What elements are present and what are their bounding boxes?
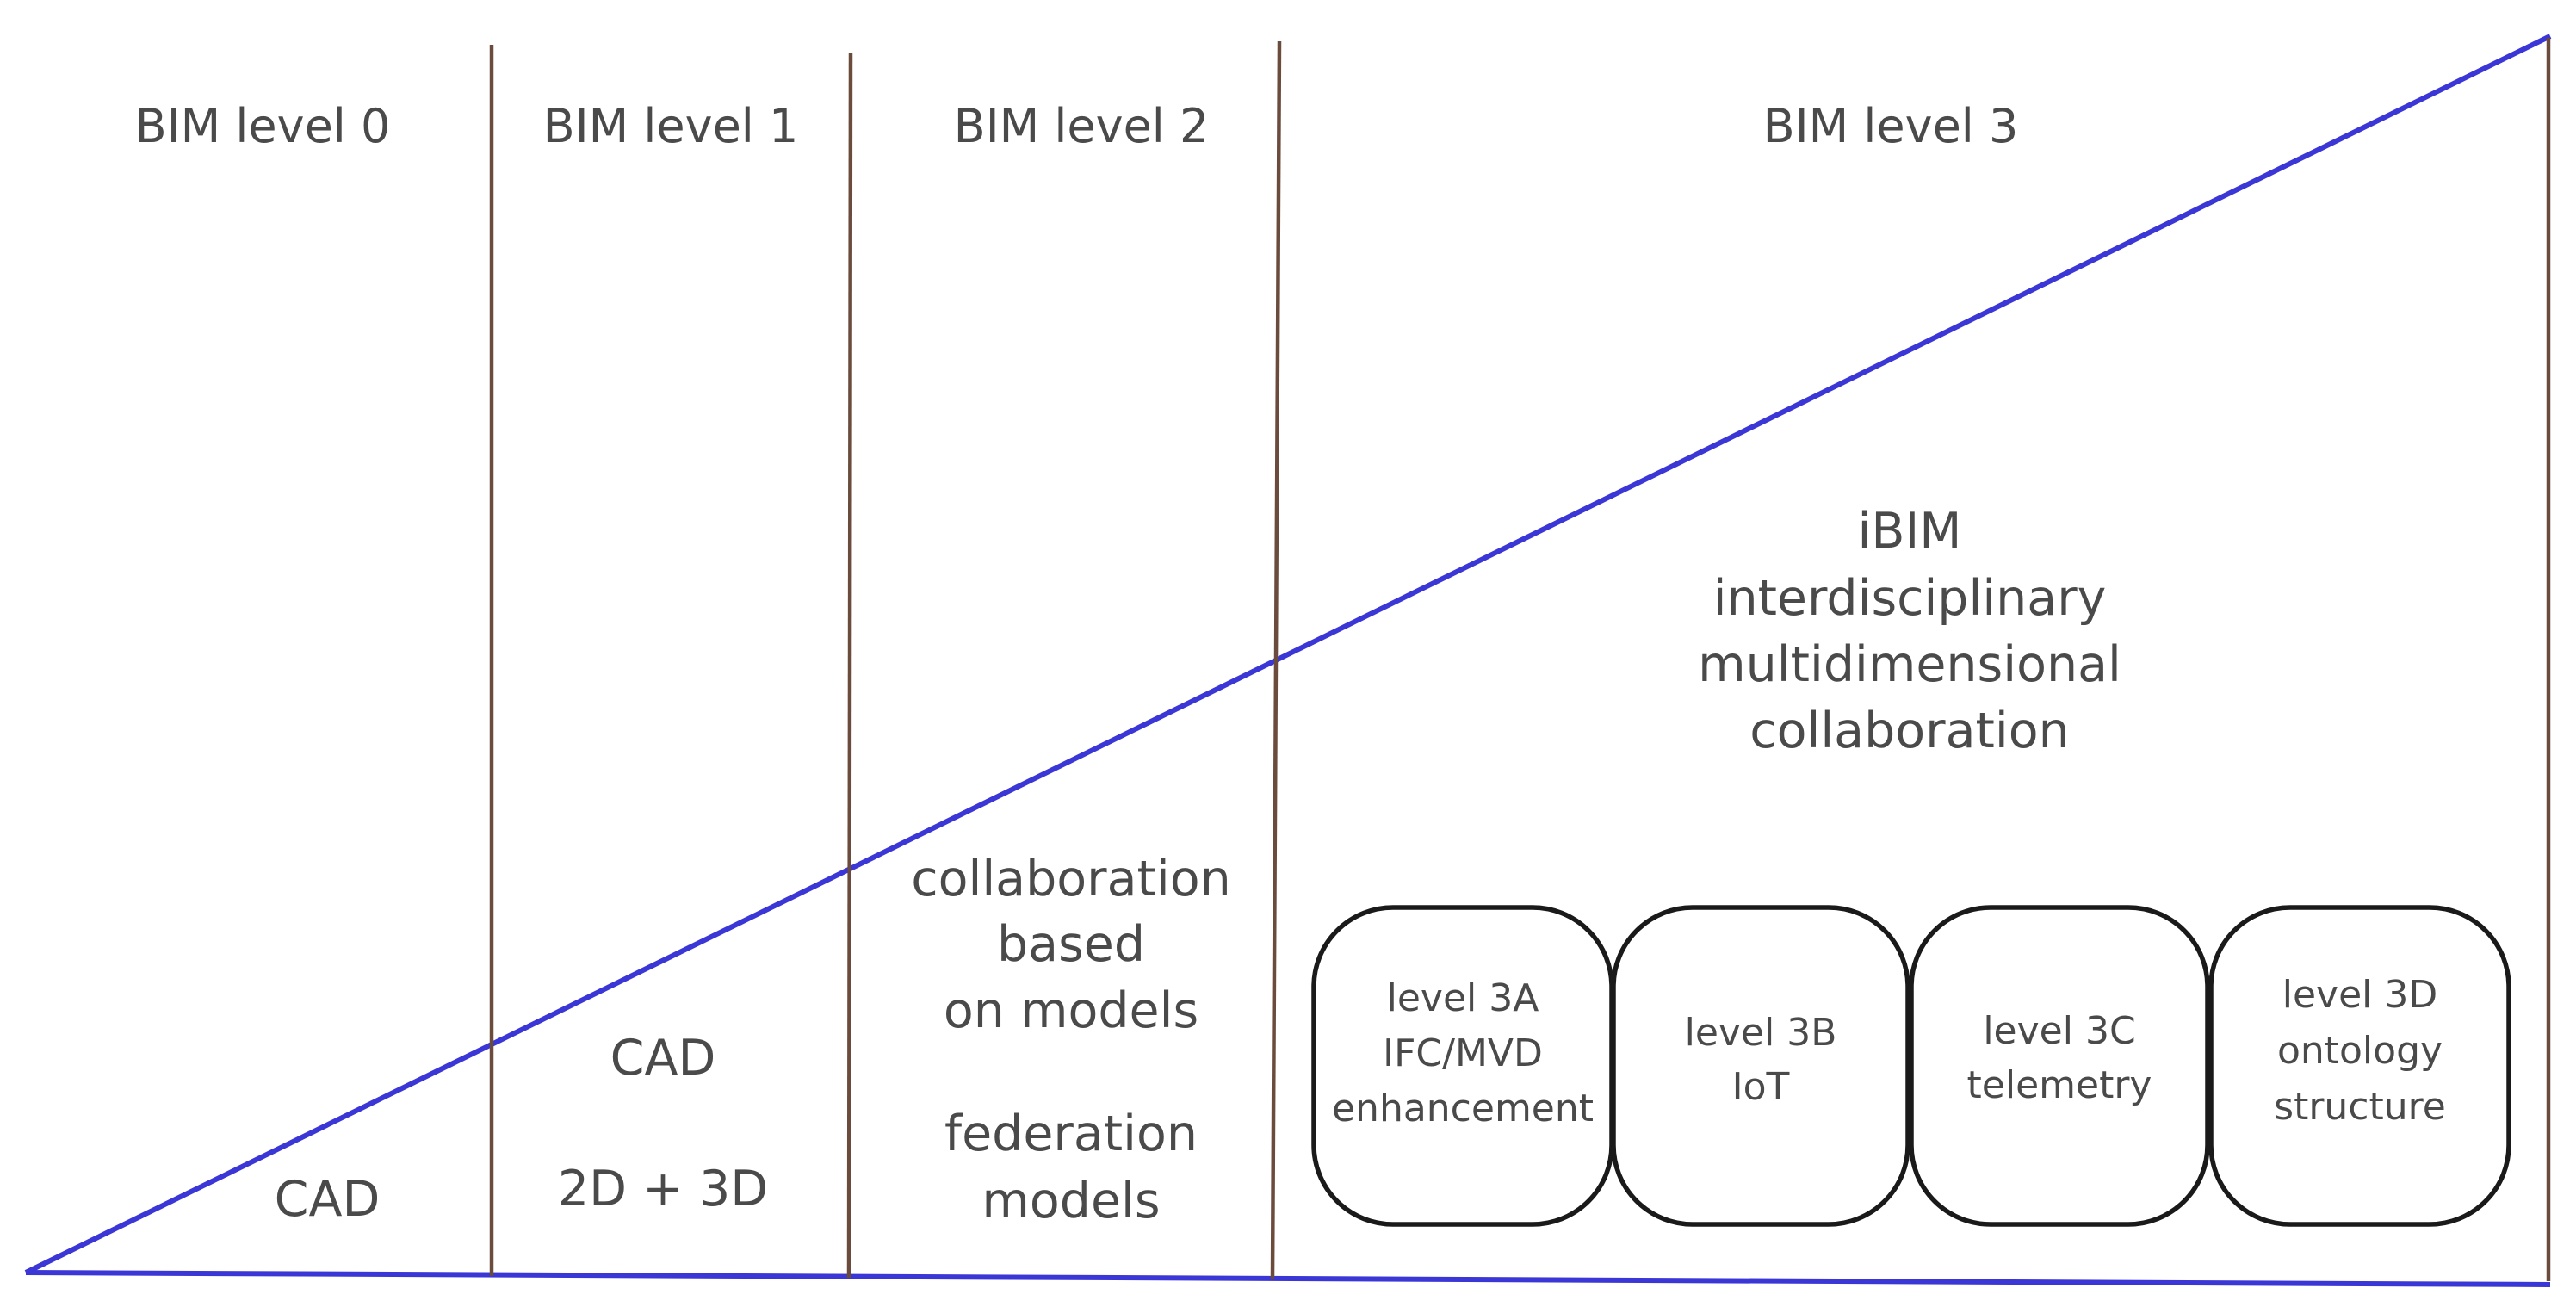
- level-1-description-line: 2D + 3D: [558, 1161, 768, 1217]
- sublevel-3a-line: enhancement: [1332, 1087, 1594, 1130]
- level-2-description-line: federation: [944, 1106, 1198, 1162]
- sublevel-3b-line: IoT: [1732, 1065, 1790, 1109]
- level-2-description-line: collaboration: [911, 851, 1230, 907]
- sublevel-3d-line: ontology: [2277, 1029, 2443, 1073]
- sublevel-3b-box: level 3B IoT: [1611, 905, 1910, 1227]
- level-2-description-line: based: [997, 916, 1145, 973]
- level-3-title: BIM level 3: [1763, 99, 2019, 153]
- sublevel-3c-line: level 3C: [1983, 1009, 2135, 1053]
- level-0-title: BIM level 0: [135, 99, 391, 153]
- sublevel-3d-box: level 3D ontology structure: [2208, 905, 2511, 1227]
- level-2-title: BIM level 2: [954, 99, 1210, 153]
- sublevel-3a-line: level 3A: [1387, 976, 1539, 1020]
- wedge-baseline: [25, 1270, 2551, 1287]
- sublevel-3c-line: telemetry: [1967, 1063, 2152, 1107]
- sublevel-3a-line: IFC/MVD: [1383, 1031, 1543, 1075]
- level-3-description-line: multidimensional: [1698, 636, 2121, 693]
- level-3-description-line: collaboration: [1749, 703, 2069, 759]
- sublevel-3d-line: structure: [2274, 1085, 2446, 1129]
- level-2-description-line: on models: [944, 982, 1198, 1039]
- divider-level-2-3: [1270, 40, 1282, 1280]
- level-2-description-line: models: [981, 1173, 1160, 1229]
- level-1-title: BIM level 1: [543, 99, 799, 153]
- wedge-hypotenuse: [24, 34, 2552, 1275]
- divider-level-1-2: [846, 53, 853, 1279]
- level-0-description: CAD: [275, 1171, 381, 1228]
- level-1-description-line: CAD: [610, 1030, 716, 1087]
- sublevel-3a-box: level 3A IFC/MVD enhancement: [1311, 905, 1614, 1227]
- level-3-description-line: iBIM: [1858, 503, 1962, 560]
- sublevel-3d-line: level 3D: [2282, 973, 2438, 1017]
- sublevel-3c-box: level 3C telemetry: [1909, 905, 2210, 1227]
- sublevel-3b-line: level 3B: [1685, 1011, 1837, 1055]
- level-3-description-line: interdisciplinary: [1713, 570, 2107, 627]
